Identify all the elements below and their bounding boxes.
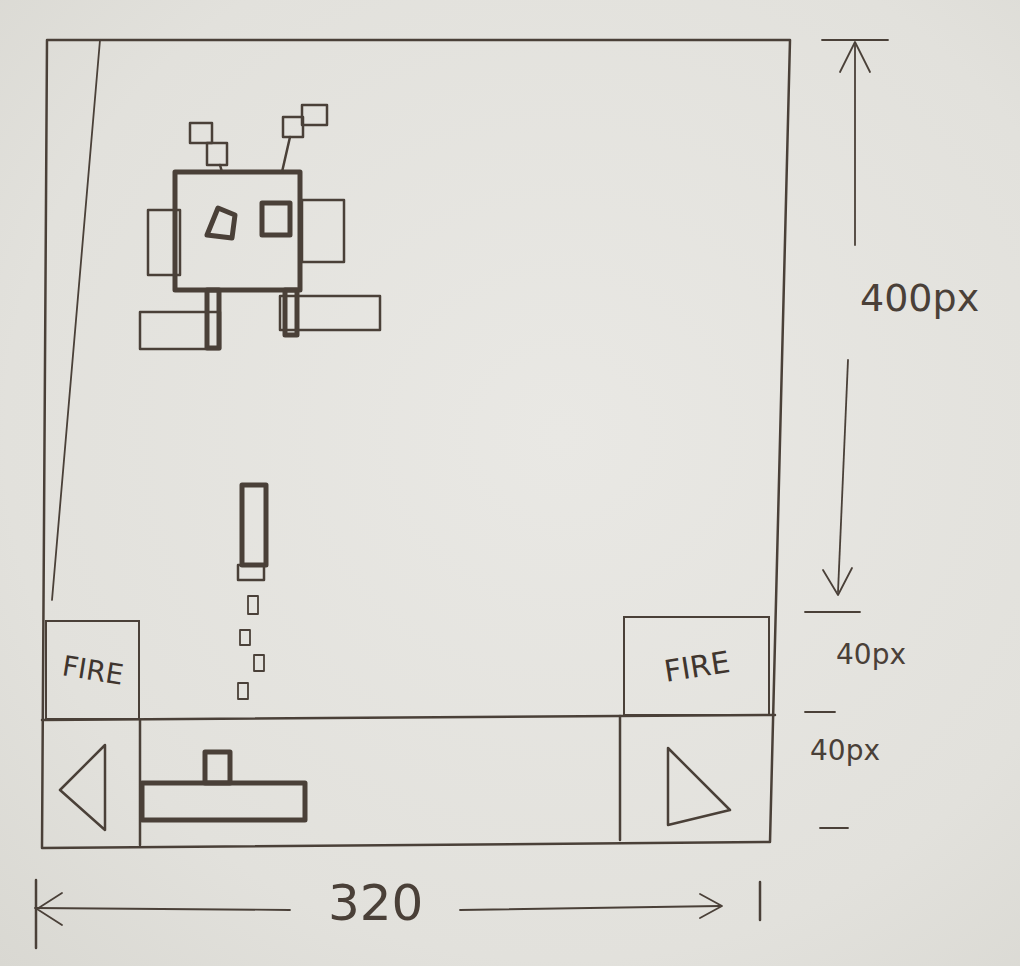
dimension-arrowhead — [823, 568, 852, 595]
antenna-stem — [220, 165, 222, 172]
dimension-line — [838, 360, 848, 592]
dimension-arrowhead — [700, 894, 722, 918]
invader-antenna — [190, 123, 212, 143]
dimension-tick — [805, 611, 860, 613]
left-arrow-symbol — [60, 745, 105, 830]
invader-antenna — [207, 143, 227, 165]
bullet-trail — [238, 565, 264, 580]
right-arrow-symbol — [668, 748, 730, 825]
dimension-tick — [822, 39, 888, 41]
invader-eye — [207, 208, 235, 238]
invader-arm — [148, 210, 180, 275]
invader-arm — [302, 200, 344, 262]
invader-leg — [207, 290, 219, 348]
invader-body — [175, 172, 300, 290]
invader-eye — [262, 203, 290, 235]
dimension-tick — [759, 882, 762, 920]
dimension-line — [854, 45, 856, 245]
fire-button: FIRE — [623, 616, 770, 716]
ship-turret — [205, 752, 230, 783]
dimension-arrowhead — [37, 893, 62, 925]
frame-sketch-line — [52, 40, 100, 600]
dimension-label: 40px — [836, 640, 906, 671]
dimension-label: 40px — [810, 736, 880, 767]
button-label: FIRE — [661, 644, 732, 689]
button-label: FIRE — [60, 649, 126, 691]
dimension-tick — [35, 880, 38, 948]
player-ship — [142, 783, 305, 820]
dimension-line — [35, 908, 290, 910]
bullet-trail — [254, 655, 264, 671]
dimension-line — [460, 906, 720, 910]
invader-antenna — [302, 105, 327, 125]
dimension-label: 400px — [860, 278, 979, 320]
invader-foot — [280, 296, 380, 330]
dimension-tick — [805, 711, 835, 713]
screen-frame — [42, 40, 790, 848]
dimension-arrowhead — [840, 42, 870, 72]
bullet — [242, 485, 266, 565]
fire-button: FIRE — [45, 620, 140, 720]
antenna-stem — [282, 137, 290, 172]
bullet-trail — [248, 596, 258, 614]
invader-antenna — [283, 117, 303, 137]
bullet-trail — [238, 683, 248, 699]
button-divider — [619, 716, 622, 840]
bullet-trail — [240, 630, 250, 645]
dimension-tick — [820, 827, 848, 829]
dimension-label: 320 — [328, 876, 423, 931]
invader-foot — [140, 312, 220, 349]
